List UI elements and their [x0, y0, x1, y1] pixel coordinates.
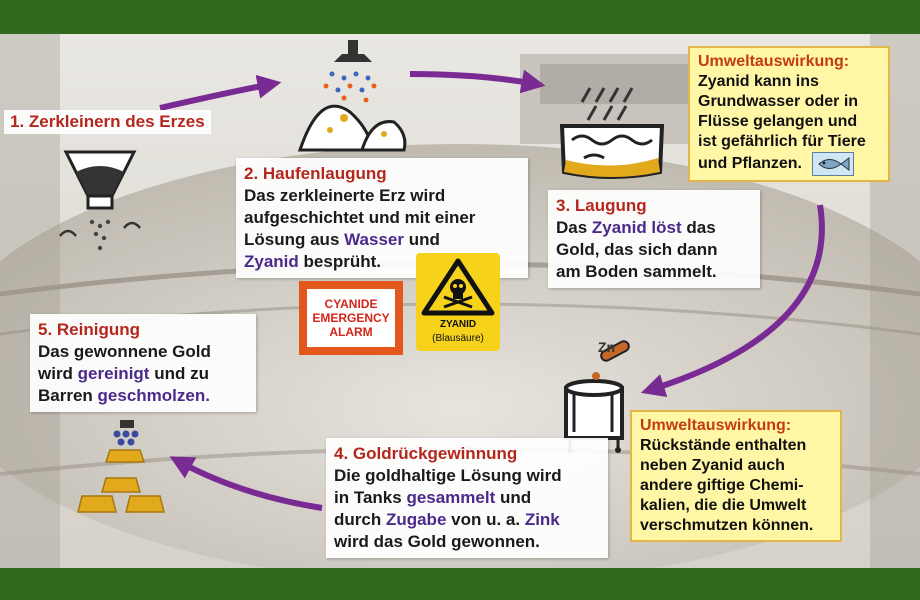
step5-line1: Das gewonnene Gold: [38, 342, 211, 361]
warning2-line: Rückstände enthalten: [640, 437, 807, 454]
arrow-4-to-5: [169, 456, 323, 511]
step4-line1: Die goldhaltige Lösung wird: [334, 466, 562, 485]
step3-line3: am Boden sammelt.: [556, 262, 717, 281]
zyanid-hazard-sign: ZYANID (Blausäure): [416, 253, 500, 351]
alarm-line: EMERGENCY: [312, 311, 390, 325]
step2-highlight-water: Wasser: [344, 230, 404, 249]
step3-box: 3. Laugung Das Zyanid löst das Gold, das…: [548, 190, 760, 288]
step5-title: 5. Reinigung: [38, 320, 140, 339]
step2-highlight-cyanide: Zyanid: [244, 252, 299, 271]
skull-hazard-icon: [421, 258, 495, 316]
step4-line4: wird das Gold gewonnen.: [334, 532, 540, 551]
step4-highlight-collected: gesammelt: [406, 488, 496, 507]
step3-highlight: Zyanid löst: [591, 218, 682, 237]
step5-line2a: wird: [38, 364, 78, 383]
step2-line3c: und: [403, 230, 440, 249]
step2-line4b: besprüht.: [298, 252, 381, 271]
step2-line3a: Lösung aus: [244, 230, 345, 249]
gold-bars-icon: [77, 420, 165, 513]
arrow-1-to-2: [159, 74, 282, 111]
alarm-line: ALARM: [329, 325, 373, 339]
step4-highlight-addition: Zugabe: [385, 510, 447, 529]
warning1-line: ist gefährlich für Tiere: [698, 133, 866, 150]
alarm-line: CYANIDE: [324, 297, 378, 311]
step5-box: 5. Reinigung Das gewonnene Gold wird ger…: [30, 314, 256, 412]
top-green-band: [0, 0, 920, 34]
step5-line3a: Barren: [38, 386, 98, 405]
ore-crusher-icon: [59, 150, 141, 251]
fish-icon: [812, 152, 855, 176]
zinc-tube-icon: [600, 340, 630, 362]
step5-highlight-melted: geschmolzen.: [97, 386, 210, 405]
warning1-line: Grundwasser oder in: [698, 93, 859, 110]
arrow-3-to-4: [640, 204, 825, 398]
leaching-tank-icon: [559, 87, 665, 179]
cyanide-alarm-sign: CYANIDE EMERGENCY ALARM: [299, 281, 403, 355]
step4-line2a: in Tanks: [334, 488, 407, 507]
zinc-label: Zn: [598, 339, 615, 355]
step4-title: 4. Goldrückgewinnung: [334, 444, 518, 463]
step3-line1c: das: [681, 218, 716, 237]
warning1-line: Flüsse gelangen und: [698, 113, 858, 130]
warning1-line: Zyanid kann ins: [698, 73, 819, 90]
step2-title: 2. Haufenlaugung: [244, 164, 387, 183]
warning1-line: und Pflanzen.: [698, 155, 802, 173]
step2-line2: aufgeschichtet und mit einer: [244, 208, 476, 227]
warning1-title: Umweltauswirkung:: [698, 53, 850, 70]
warning-box-1: Umweltauswirkung: Zyanid kann ins Grundw…: [688, 46, 890, 182]
warning2-line: kalien, die die Umwelt: [640, 497, 807, 514]
step5-line2c: und zu: [149, 364, 209, 383]
step4-line3a: durch: [334, 510, 386, 529]
arrow-2-to-3: [409, 69, 546, 94]
step3-line1a: Das: [556, 218, 592, 237]
warning2-title: Umweltauswirkung:: [640, 417, 792, 434]
zyanid-label: ZYANID: [439, 319, 477, 330]
step2-line1: Das zerkleinerte Erz wird: [244, 186, 446, 205]
warning2-line: andere giftige Chemi-: [640, 477, 804, 494]
warning2-line: neben Zyanid auch: [640, 457, 785, 474]
zyanid-sublabel: (Blausäure): [432, 333, 484, 344]
step3-line2: Gold, das sich dann: [556, 240, 718, 259]
bottom-green-band: [0, 568, 920, 600]
warning2-line: verschmutzen können.: [640, 517, 814, 534]
step4-line2c: und: [495, 488, 532, 507]
step4-box: 4. Goldrückgewinnung Die goldhaltige Lös…: [326, 438, 608, 558]
step4-line3c: von u. a.: [446, 510, 525, 529]
step5-highlight-purified: gereinigt: [77, 364, 150, 383]
step1-title: 1. Zerkleinern des Erzes: [4, 110, 211, 134]
heap-sprinkler-icon: [297, 40, 407, 152]
step3-title: 3. Laugung: [556, 196, 647, 215]
step4-highlight-zinc: Zink: [524, 510, 560, 529]
warning-box-2: Umweltauswirkung: Rückstände enthalten n…: [630, 410, 842, 542]
